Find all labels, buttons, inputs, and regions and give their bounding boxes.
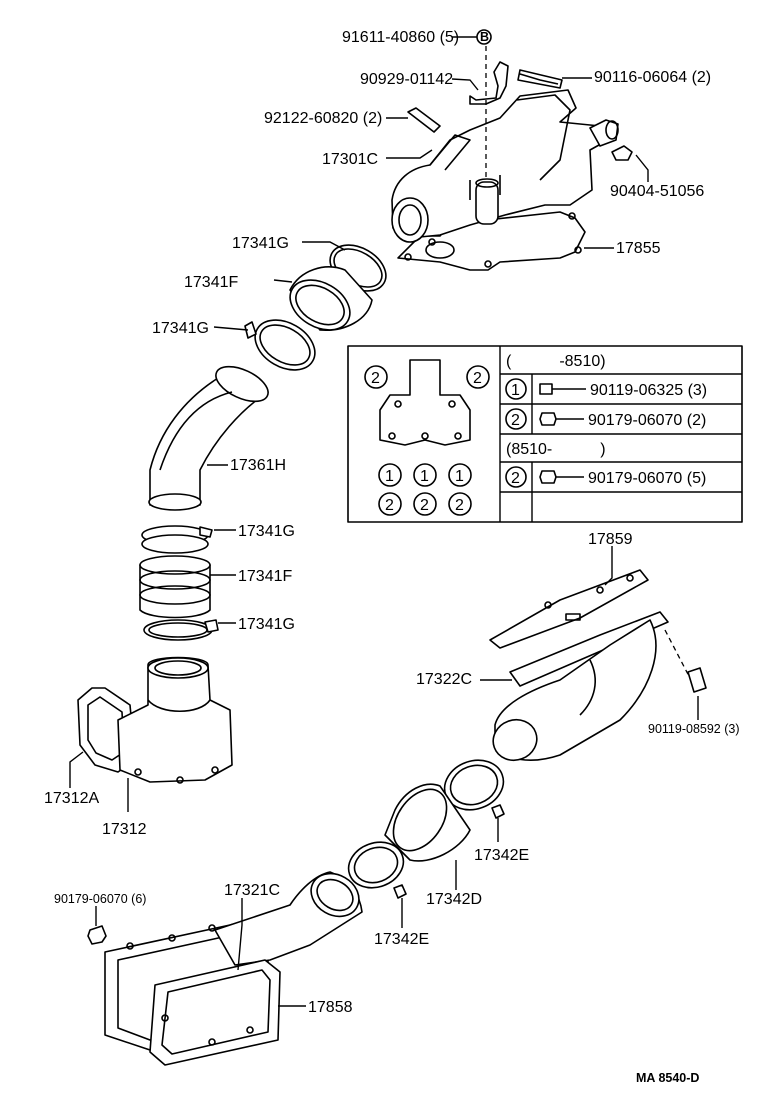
nut-90179-06070-icon — [87, 925, 107, 945]
label-17322C: 17322C — [416, 671, 472, 688]
legend-row3-mark: 2 — [511, 470, 520, 487]
hose-upper-17341 — [244, 244, 387, 371]
hose-17342 — [347, 759, 505, 899]
label-17855: 17855 — [616, 240, 661, 257]
label-17341G: 17341G — [232, 235, 289, 252]
label-90404-51056: 90404-51056 — [610, 183, 704, 200]
gasket-17858-icon — [149, 959, 281, 1066]
label-17341F: 17341F — [184, 274, 238, 291]
gasket-top-mark-left: 2 — [371, 370, 380, 387]
label-17341G: 17341G — [152, 320, 209, 337]
legend-row1-mark: 1 — [511, 382, 520, 399]
elbow-17312 — [77, 656, 233, 784]
label-17321C: 17321C — [224, 882, 280, 899]
legend-period-2: (8510- ) — [506, 441, 606, 458]
label-17341G: 17341G — [238, 616, 295, 633]
label-17341G: 17341G — [238, 523, 295, 540]
pipe-17321C — [87, 871, 363, 1066]
diagram-code: MA 8540-D — [636, 1071, 699, 1085]
label-92122-60820: 92122-60820 (2) — [264, 110, 382, 127]
gasket-sketch-icon — [379, 359, 471, 446]
bracket-90929-icon — [469, 61, 509, 105]
legend-row2-mark: 2 — [511, 412, 520, 429]
gasket-top-mark-right: 2 — [473, 370, 482, 387]
fasteners-top: B — [407, 29, 633, 180]
label-91611-40860: 91611-40860 (5) — [342, 29, 459, 46]
label-17342E: 17342E — [474, 847, 529, 864]
nut-90179-06070-icon — [539, 412, 584, 426]
label-90116-06064: 90116-06064 (2) — [594, 69, 711, 86]
bolt-90404-icon — [611, 145, 633, 161]
pipe-17361H — [148, 365, 269, 511]
label-90929-01142: 90929-01142 — [360, 71, 453, 88]
gasket-mark: 2 — [385, 497, 394, 514]
label-90119-08592: 90119-08592 (3) — [648, 722, 740, 736]
bolt-90119-08592-icon — [687, 667, 707, 693]
label-17858: 17858 — [308, 999, 353, 1016]
label-17301C: 17301C — [322, 151, 378, 168]
gasket-mark: 1 — [455, 468, 464, 485]
stud-90116-icon — [517, 69, 563, 89]
svg-text:B: B — [480, 30, 489, 44]
label-17312A: 17312A — [44, 790, 99, 807]
stud-92122-icon — [407, 107, 441, 133]
gasket-17859-icon — [489, 569, 649, 649]
gasket-mark: 2 — [455, 497, 464, 514]
legend-row1-part: 90119-06325 (3) — [590, 382, 707, 399]
label-17859: 17859 — [588, 531, 633, 548]
label-17361H: 17361H — [230, 457, 286, 474]
bolt-90119-06325-icon — [539, 383, 586, 395]
legend-table: ( -8510) (8510- ) 1 90119-06325 (3) 2 90… — [347, 345, 743, 523]
label-17341F: 17341F — [238, 568, 292, 585]
label-17342D: 17342D — [426, 891, 482, 908]
outlet-17322C — [489, 569, 707, 762]
legend-row2-part: 90179-06070 (2) — [588, 412, 706, 429]
nut-90179-06070-icon — [539, 470, 584, 484]
label-90179-06070-6: 90179-06070 (6) — [54, 892, 146, 906]
hose-lower-17341 — [139, 525, 219, 641]
label-17312: 17312 — [102, 821, 147, 838]
label-17342E: 17342E — [374, 931, 429, 948]
legend-period-1: ( -8510) — [506, 353, 606, 370]
outlet-housing-17301C — [391, 89, 619, 271]
legend-row3-part: 90179-06070 (5) — [588, 470, 706, 487]
leader-lines — [69, 36, 699, 1007]
gasket-mark: 1 — [385, 468, 394, 485]
gasket-mark: 1 — [420, 468, 429, 485]
gasket-mark: 2 — [420, 497, 429, 514]
part-labels: 91611-40860 (5) 90929-01142 90116-06064 … — [44, 29, 740, 1085]
